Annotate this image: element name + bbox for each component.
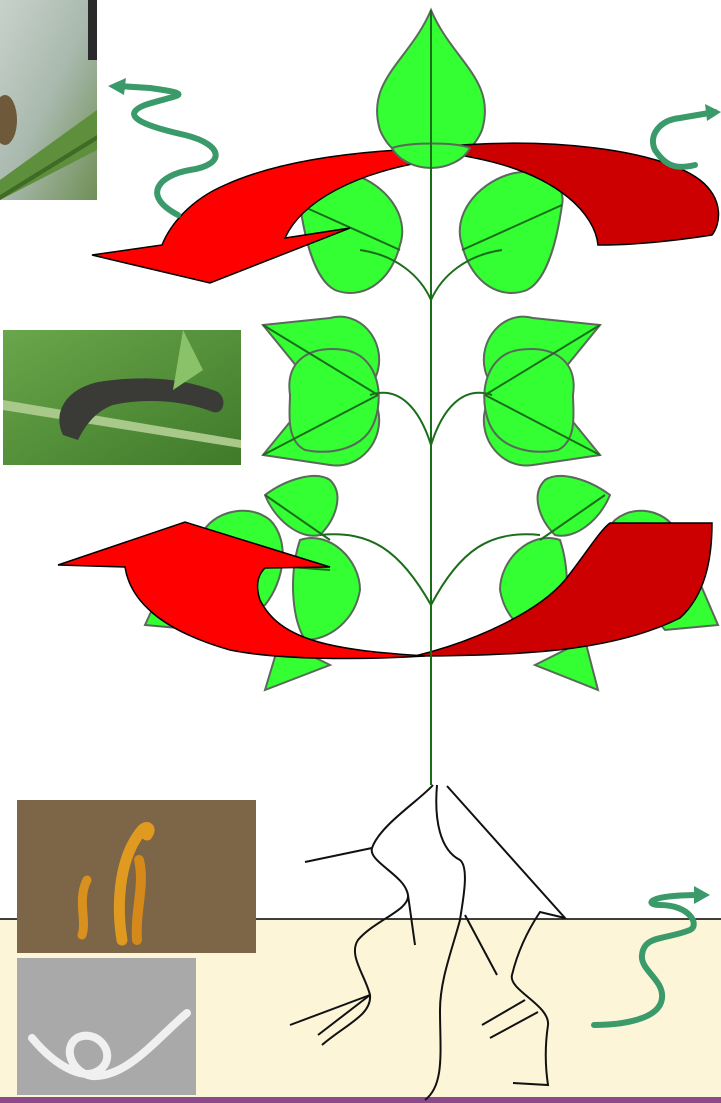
wavy-arrow-top-right [653,112,715,167]
nematode-micrograph-photo [17,958,196,1095]
insect-on-leaf-photo [0,0,97,200]
wireworm-larvae-photo [17,800,256,953]
wavy-arrow-top-left [118,86,216,215]
red-curved-arrow-lower [58,522,425,658]
bottom-band [0,1097,721,1103]
red-curved-arrow-lower-dark [415,523,712,656]
caterpillar-photo [3,330,241,465]
